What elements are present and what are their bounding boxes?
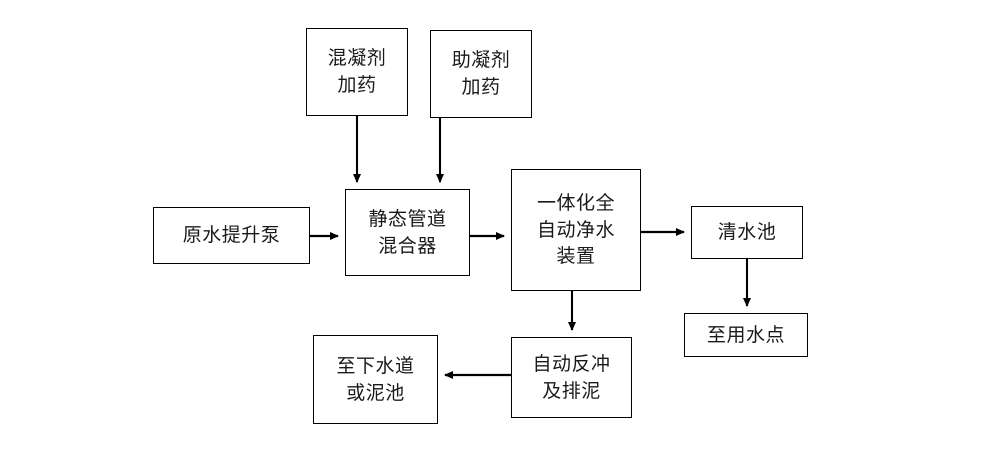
node-static-pipe-mixer[interactable]: 静态管道 混合器 [345,189,470,276]
node-label: 清水池 [717,221,777,244]
node-raw-water-lift-pump[interactable]: 原水提升泵 [153,207,310,264]
node-flocculant-aid-dosing[interactable]: 助凝剂 加药 [430,30,532,118]
node-label: 自动反冲 及排泥 [532,352,611,402]
node-clean-water-tank[interactable]: 清水池 [691,206,803,259]
node-label: 一体化全 自动净水 装置 [536,191,615,268]
node-to-sewer-or-mud-pit[interactable]: 至下水道 或泥池 [313,335,438,424]
node-to-water-use-point[interactable]: 至用水点 [684,313,808,357]
node-coagulant-dosing[interactable]: 混凝剂 加药 [306,28,408,116]
node-label: 静态管道 混合器 [368,207,447,257]
node-integrated-water-purifier[interactable]: 一体化全 自动净水 装置 [511,169,641,291]
node-label: 至用水点 [706,323,785,346]
node-label: 混凝剂 加药 [327,47,387,96]
node-label: 助凝剂 加药 [451,49,511,98]
node-label: 至下水道 或泥池 [336,354,415,404]
node-auto-backwash-sludge[interactable]: 自动反冲 及排泥 [511,337,632,418]
node-label: 原水提升泵 [182,224,281,247]
